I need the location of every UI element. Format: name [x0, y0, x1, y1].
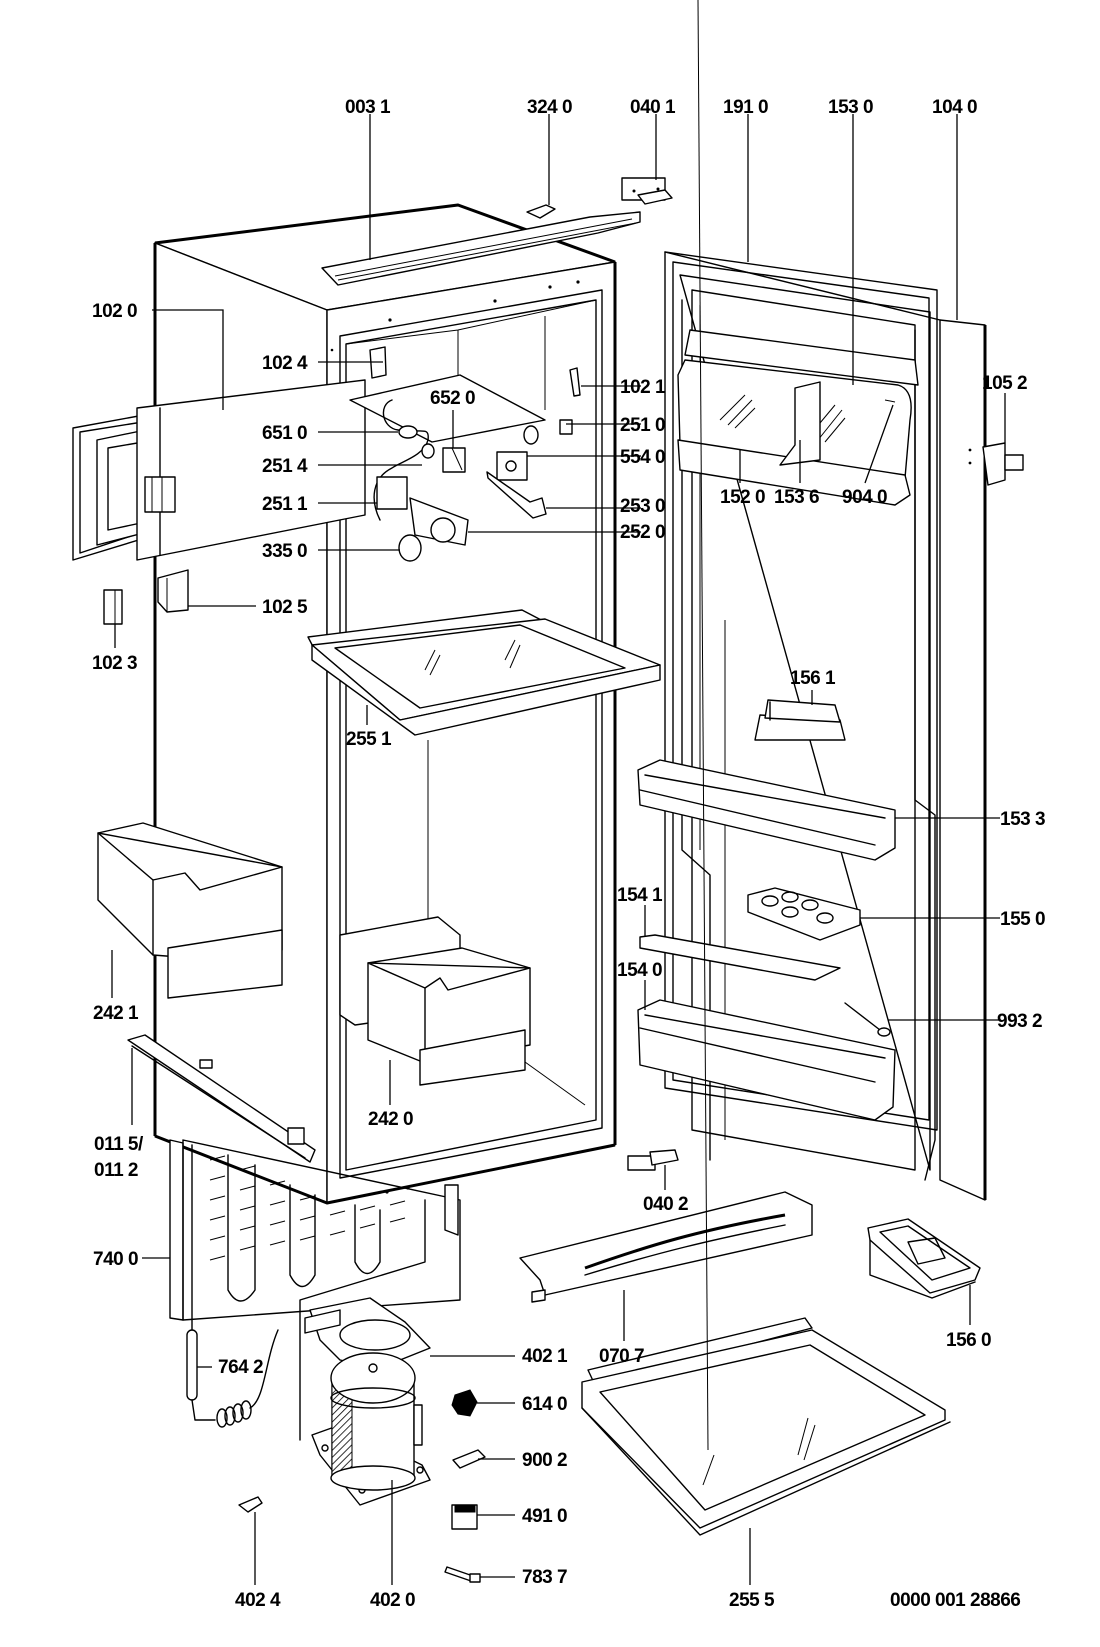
compressor-mount: [304, 1297, 431, 1369]
part-label: 154 1: [617, 885, 663, 906]
part-label: 102 4: [262, 353, 308, 374]
electrical-parts: [238, 1389, 486, 1583]
part-label: 040 2: [643, 1194, 688, 1215]
part-label: 402 1: [522, 1346, 568, 1367]
part-label: 251 1: [262, 494, 308, 515]
compressor: [311, 1352, 431, 1506]
part-label: 156 1: [790, 668, 836, 689]
part-label: 904 0: [842, 487, 887, 508]
bottom-front-rail: [127, 1034, 316, 1163]
part-label: 252 0: [620, 522, 665, 543]
part-label: 251 4: [262, 456, 308, 477]
part-label: 102 5: [262, 597, 308, 618]
corner-pieces: [103, 569, 189, 625]
part-label: 993 2: [997, 1011, 1042, 1032]
part-label: 651 0: [262, 423, 307, 444]
ice-cube-tray: [867, 1218, 981, 1299]
door: [637, 251, 987, 1201]
cover-strip: [519, 1191, 813, 1303]
glass-shelf-upper: [307, 609, 661, 736]
part-label: 102 0: [92, 301, 137, 322]
part-label: 011 5/: [94, 1134, 144, 1155]
leader-lines: [111, 114, 1006, 1585]
part-label: 011 2: [94, 1160, 138, 1181]
part-label: 402 4: [235, 1590, 281, 1611]
part-label: 040 1: [630, 97, 676, 118]
part-label: 003 1: [345, 97, 391, 118]
part-label: 102 3: [92, 653, 137, 674]
top-rail-part: [321, 211, 641, 286]
part-label: 491 0: [522, 1506, 567, 1527]
part-label: 242 0: [368, 1109, 413, 1130]
bracket-3240: [526, 204, 556, 219]
part-label: 764 2: [218, 1357, 263, 1378]
part-label: 783 7: [522, 1567, 567, 1588]
part-label: 105 2: [982, 373, 1027, 394]
part-label: 104 0: [932, 97, 977, 118]
part-label: 152 0: [720, 487, 765, 508]
part-label: 740 0: [93, 1249, 138, 1270]
hinge-bottom: [627, 1149, 679, 1171]
part-label: 253 0: [620, 496, 665, 517]
part-label: 251 0: [620, 415, 665, 436]
crisper-bin-inner: [339, 916, 531, 1086]
glass-shelf-lower: [581, 0, 951, 1536]
part-label: 102 1: [620, 377, 666, 398]
part-label: 242 1: [93, 1003, 139, 1024]
crisper-bin-left: [97, 822, 283, 999]
part-label: 191 0: [723, 97, 768, 118]
control-unit: [349, 346, 581, 562]
part-label: 154 0: [617, 960, 662, 981]
part-label: 153 6: [774, 487, 819, 508]
condenser: [169, 1139, 461, 1441]
part-labels: 003 1 324 0 040 1 191 0 153 0 104 0 102 …: [92, 97, 1046, 1611]
part-label: 255 5: [729, 1590, 775, 1611]
door-hinge: [968, 442, 1024, 486]
part-label: 153 3: [1000, 809, 1045, 830]
part-label: 335 0: [262, 541, 307, 562]
part-label: 153 0: [828, 97, 873, 118]
part-label: 900 2: [522, 1450, 567, 1471]
part-label: 255 1: [346, 729, 392, 750]
part-label: 554 0: [620, 447, 665, 468]
part-label: 614 0: [522, 1394, 567, 1415]
part-label: 156 0: [946, 1330, 991, 1351]
document-number: 0000 001 28866: [890, 1590, 1020, 1611]
part-label: 402 0: [370, 1590, 415, 1611]
left-frame-panel: [72, 379, 366, 561]
part-label: 652 0: [430, 388, 475, 409]
part-label: 155 0: [1000, 909, 1045, 930]
drier-filter: [186, 1144, 279, 1428]
part-label: 070 7: [599, 1346, 644, 1367]
part-label: 324 0: [527, 97, 572, 118]
hinge-top: [621, 177, 673, 205]
